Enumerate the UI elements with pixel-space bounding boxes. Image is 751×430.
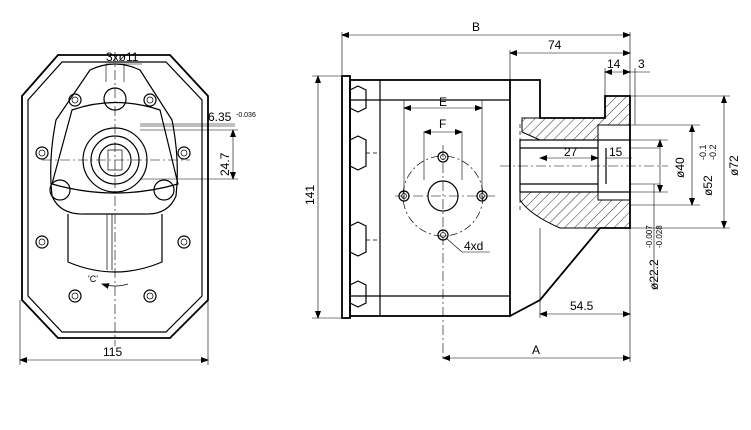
offset-dimension: 24.7 bbox=[218, 152, 232, 176]
fit-tolerance: -0.036 bbox=[236, 112, 256, 119]
front-bolt-holes bbox=[35, 93, 191, 303]
front-flange bbox=[51, 101, 179, 194]
holes-dimension-label: 3xø11 bbox=[106, 50, 139, 64]
height-141-label: 141 bbox=[303, 185, 317, 205]
mounting-hole-left bbox=[49, 179, 71, 201]
front-body-outline bbox=[21, 54, 209, 339]
port-dim-E: E bbox=[439, 95, 447, 109]
rotation-arrow bbox=[101, 283, 129, 289]
dia-22-tol-top: -0.007 bbox=[645, 225, 654, 248]
dia-52-tol-top: -0.1 bbox=[698, 144, 708, 160]
width-dimension: 115 bbox=[103, 345, 122, 359]
dia-72-label: ø72 bbox=[727, 155, 741, 176]
side-view: E F 4xd bbox=[303, 20, 741, 362]
mounting-hole-right bbox=[153, 179, 175, 201]
dia-22-tol-bot: -0.028 bbox=[655, 225, 664, 248]
dim-54-5-label: 54.5 bbox=[570, 299, 594, 313]
side-bolt-heads bbox=[349, 85, 367, 308]
dia-52-tol-bot: -0.2 bbox=[708, 144, 718, 160]
dia-22-label: ø22.2 bbox=[647, 259, 661, 290]
dia-52-label: ø52 bbox=[701, 175, 715, 196]
thread-label: 4xd bbox=[464, 239, 483, 253]
port-dim-F: F bbox=[439, 117, 446, 131]
dia-40-label: ø40 bbox=[673, 157, 687, 178]
front-body-inner-outline bbox=[27, 61, 203, 333]
front-view: 'C' 3xø11 6.35 -0.036 24.7 115 bbox=[19, 50, 256, 365]
mounting-hole-top bbox=[103, 87, 127, 111]
flange-section bbox=[500, 79, 668, 317]
dim-14-label: 14 bbox=[607, 57, 621, 71]
front-plate bbox=[50, 63, 178, 215]
end-plate bbox=[341, 75, 351, 319]
dim-15-label: 15 bbox=[609, 145, 623, 159]
side-studs bbox=[366, 99, 380, 297]
dim-A-label: A bbox=[532, 343, 540, 357]
pump-body bbox=[349, 79, 511, 317]
dim-3-label: 3 bbox=[638, 57, 645, 71]
overall-B-label: B bbox=[472, 20, 480, 34]
dim-27-label: 27 bbox=[564, 145, 578, 159]
flange-74-label: 74 bbox=[548, 38, 562, 52]
port-pcd bbox=[402, 155, 484, 237]
fit-dimension: 6.35 bbox=[208, 110, 232, 124]
rotation-mark: 'C' bbox=[88, 274, 98, 284]
